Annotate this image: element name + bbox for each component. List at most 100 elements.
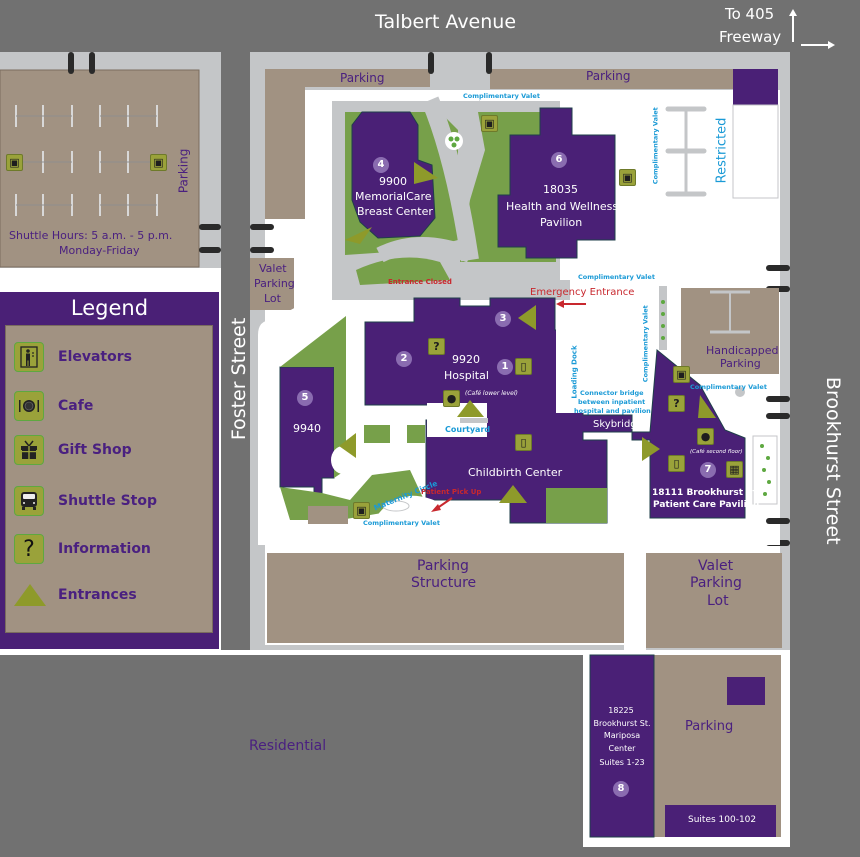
shuttle-stop-icon[interactable]: ▣ [481, 115, 498, 132]
gift-shop-icon [14, 435, 44, 465]
shuttle-stop-icon[interactable]: ▣ [619, 169, 636, 186]
building-number-7: 7 [700, 462, 716, 478]
elevator-icon [14, 342, 44, 372]
elevator-icon[interactable]: ▯ [515, 434, 532, 451]
building-8-line2: Brookhurst St. [593, 719, 651, 728]
building-8-line3: Mariposa [603, 731, 641, 740]
legend-list: Elevators Cafe Gift Shop Shuttle Stop ? … [5, 325, 213, 633]
building-9900 [351, 111, 436, 239]
hospital-cafe-note: (Café lower level) [465, 390, 518, 397]
hospital-name: Hospital [444, 369, 489, 382]
information-icon: ? [14, 534, 44, 564]
shuttle-stop-icon[interactable]: ▣ [673, 366, 690, 383]
elevator-icon[interactable]: ▯ [515, 358, 532, 375]
legend-label: Gift Shop [58, 442, 132, 458]
building-number-2: 2 [396, 351, 412, 367]
building-number-1: 1 [497, 359, 513, 375]
pavilion-cafe-note: (Café second floor) [690, 449, 743, 455]
parking-north-left-label: Parking [340, 71, 385, 85]
valet-maternity-label: Complimentary Valet [363, 519, 440, 527]
valet-south-line3: Lot [707, 593, 729, 609]
legend-label: Elevators [58, 349, 132, 365]
mariposa-parking-label: Parking [685, 719, 734, 734]
legend-item-gift-shop: Gift Shop [14, 433, 132, 467]
information-icon[interactable]: ? [668, 395, 685, 412]
building-number-3: 3 [495, 311, 511, 327]
valet-east-vertical-label: Complimentary Valet [651, 107, 660, 185]
parking-north-right-label: Parking [586, 69, 631, 83]
building-18111 [631, 349, 746, 519]
building-6-line1: 18035 [543, 183, 578, 196]
building-7-line1: 18111 Brookhurst St. [652, 488, 761, 498]
legend-panel: Legend Elevators Cafe Gift Shop Shuttle … [0, 292, 219, 649]
street-talbert-avenue: Talbert Avenue [375, 11, 517, 33]
courtyard-label: Courtyard [445, 425, 491, 434]
shuttle-days: Monday-Friday [59, 244, 140, 257]
building-7-line2: Patient Care Pavilion [653, 500, 760, 510]
loading-dock-label: Loading Dock [570, 345, 579, 399]
building-4-line2: MemorialCare [355, 190, 432, 203]
building-6-line2: Health and Wellness [506, 200, 619, 213]
skybridge-label: Skybridge [593, 419, 643, 430]
valet-west-line1: Valet [259, 262, 287, 275]
connector-line3: hospital and pavilion [574, 407, 651, 415]
legend-item-entrances: Entrances [13, 578, 137, 612]
valet-mid-label: Complimentary Valet [578, 273, 655, 281]
valet-south-line2: Parking [690, 575, 742, 591]
gift-shop-icon[interactable]: ▦ [726, 461, 743, 478]
restricted-label: Restricted [714, 117, 730, 184]
residential-label: Residential [249, 738, 327, 754]
building-4-line1: 9900 [379, 175, 407, 188]
connector-line1: Connector bridge [580, 389, 644, 397]
entrance-icon [14, 584, 46, 606]
legend-item-shuttle-stop: Shuttle Stop [14, 484, 157, 518]
legend-title: Legend [70, 296, 149, 320]
building-number-5: 5 [297, 390, 313, 406]
freeway-sign-line1: To 405 [725, 5, 775, 23]
building-8-line4: Center [608, 744, 636, 753]
valet-north-label: Complimentary Valet [463, 92, 540, 100]
legend-label: Information [58, 541, 151, 557]
legend-item-information: ? Information [14, 532, 151, 566]
cafe-icon[interactable]: ● [697, 428, 714, 445]
street-foster-street: Foster Street [228, 317, 251, 441]
valet-west-line3: Lot [264, 292, 281, 305]
shuttle-hours: Shuttle Hours: 5 a.m. - 5 p.m. [9, 229, 173, 242]
valet-west-line2: Parking [254, 277, 295, 290]
childbirth-center-label: Childbirth Center [468, 466, 563, 479]
legend-item-elevators: Elevators [14, 340, 132, 374]
building-number-6: 6 [551, 152, 567, 168]
building-4-line3: Breast Center [357, 205, 433, 218]
cafe-icon[interactable]: ● [443, 390, 460, 407]
hospital-address: 9920 [452, 353, 480, 366]
shuttle-stop-icon[interactable]: ▣ [6, 154, 23, 171]
building-18035 [497, 107, 616, 259]
parking-structure-line2: Structure [411, 575, 477, 591]
entrance-closed-label: Entrance Closed [388, 278, 452, 286]
street-brookhurst-street: Brookhurst Street [821, 376, 844, 545]
building-number-4: 4 [373, 157, 389, 173]
valet-handicapped-label: Complimentary Valet [690, 383, 767, 391]
building-5-line1: 9940 [293, 422, 321, 435]
parking-structure-line1: Parking [417, 558, 469, 574]
handicapped-parking-line1: Handicapped [706, 344, 779, 357]
suites-south-label: Suites 100-102 [688, 815, 757, 825]
shuttle-stop-icon[interactable]: ▣ [150, 154, 167, 171]
shuttle-stop-icon[interactable]: ▣ [353, 502, 370, 519]
legend-label: Entrances [58, 587, 137, 603]
handicapped-parking-line2: Parking [720, 357, 761, 370]
cafe-icon [14, 391, 44, 421]
building-6-line3: Pavilion [540, 216, 583, 229]
shuttle-stop-icon [14, 486, 44, 516]
information-icon[interactable]: ? [428, 338, 445, 355]
valet-south-line1: Valet [698, 558, 734, 574]
legend-item-cafe: Cafe [14, 389, 93, 423]
patient-pickup-label: Patient Pick Up [421, 488, 482, 496]
connector-line2: between inpatient [578, 398, 646, 406]
emergency-entrance-label: Emergency Entrance [530, 287, 635, 298]
elevator-icon[interactable]: ▯ [668, 455, 685, 472]
building-number-8: 8 [613, 781, 629, 797]
legend-label: Cafe [58, 398, 94, 414]
west-lot-parking-label: Parking [176, 148, 191, 194]
